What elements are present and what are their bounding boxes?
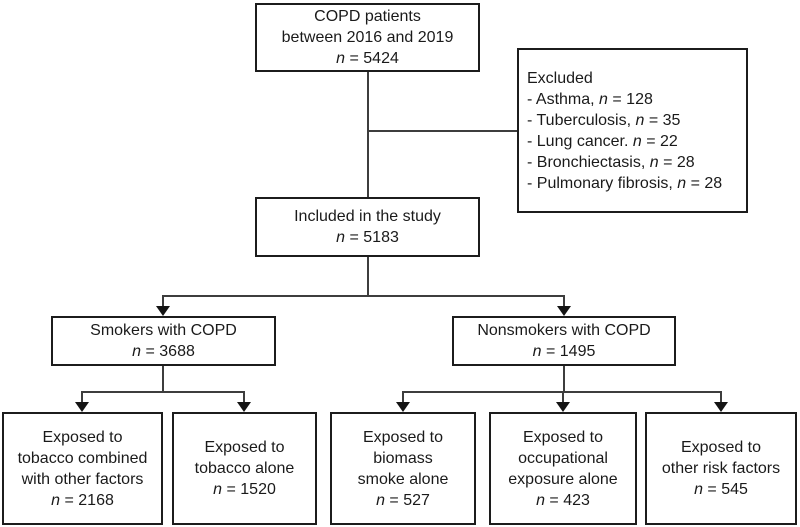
exposed-other-count: n = 545 (694, 481, 748, 498)
exposed-other-text: Exposed to (680, 439, 762, 456)
connector-branch-smokers-sub (81, 391, 245, 393)
connector-included-down (367, 257, 369, 296)
connector-stub-tobacco-combined (81, 391, 83, 403)
arrow-down-icon (75, 402, 89, 412)
connector-stub-tobacco-alone (243, 391, 245, 403)
box-included: Included in the study n = 5183 (255, 197, 480, 257)
exposed-occupational-text: Exposed to (522, 428, 604, 446)
box-exposed-biomass: Exposed to biomass smoke alone n = 527 (330, 412, 476, 525)
connector-stub-biomass (402, 391, 404, 403)
connector-branch-smokers-nonsmokers (162, 295, 565, 297)
exposed-occupational-count: n = 423 (536, 491, 590, 509)
box-nonsmokers: Nonsmokers with COPD n = 1495 (452, 316, 676, 366)
exposed-occupational-text: occupational (518, 449, 608, 467)
box-smokers: Smokers with COPD n = 3688 (51, 316, 276, 366)
copd-patients-count: n = 5424 (336, 50, 399, 67)
exposed-tobacco-alone-count: n = 1520 (213, 481, 276, 498)
copd-patients-text: COPD patients (314, 8, 421, 25)
connector-stub-other-risk (720, 391, 722, 403)
excluded-item: - Pulmonary fibrosis, n = 28 (527, 174, 723, 192)
box-exposed-other: Exposed to other risk factors n = 545 (645, 412, 797, 525)
box-exposed-tobacco-alone: Exposed to tobacco alone n = 1520 (172, 412, 317, 525)
excluded-item: - Bronchiectasis, n = 28 (527, 153, 695, 171)
excluded-item: - Tuberculosis, n = 35 (527, 111, 681, 129)
arrow-down-icon (237, 402, 251, 412)
smokers-text: Smokers with COPD (90, 322, 237, 339)
excluded-item: - Asthma, n = 128 (527, 90, 653, 108)
exposed-tobacco-combined-text: Exposed to (42, 428, 123, 446)
exposed-biomass-count: n = 527 (376, 491, 430, 509)
arrow-down-icon (557, 306, 571, 316)
exposed-occupational-text: exposure alone (508, 470, 618, 488)
exposed-biomass-text: Exposed to (362, 428, 444, 446)
excluded-item: - Lung cancer. n = 22 (527, 132, 678, 150)
nonsmokers-count: n = 1495 (532, 343, 596, 360)
included-text: Included in the study (294, 208, 441, 225)
box-copd-patients: COPD patients between 2016 and 2019 n = … (255, 3, 480, 72)
arrow-down-icon (396, 402, 410, 412)
connector-to-excluded (368, 130, 517, 132)
connector-top-to-included (367, 72, 369, 197)
exposed-tobacco-combined-text: tobacco combined (17, 449, 148, 467)
connector-smokers-down (162, 366, 164, 392)
box-exposed-occupational: Exposed to occupational exposure alone n… (489, 412, 637, 525)
connector-nonsmokers-down (563, 366, 565, 392)
connector-stub-occupational (562, 391, 564, 403)
arrow-down-icon (556, 402, 570, 412)
exposed-tobacco-alone-text: Exposed to (204, 439, 285, 456)
exposed-tobacco-alone-text: tobacco alone (194, 460, 295, 477)
exposed-tobacco-combined-count: n = 2168 (51, 491, 114, 509)
exposed-tobacco-combined-text: with other factors (21, 470, 144, 488)
excluded-title: Excluded (527, 69, 593, 87)
connector-stub-nonsmokers (563, 295, 565, 307)
box-exposed-tobacco-combined: Exposed to tobacco combined with other f… (2, 412, 163, 525)
exposed-biomass-text: smoke alone (357, 470, 449, 488)
exposed-biomass-text: biomass (373, 449, 433, 467)
nonsmokers-text: Nonsmokers with COPD (477, 322, 651, 339)
connector-stub-smokers (162, 295, 164, 307)
arrow-down-icon (156, 306, 170, 316)
exposed-other-text: other risk factors (661, 460, 781, 477)
included-count: n = 5183 (336, 229, 399, 246)
copd-patients-text: between 2016 and 2019 (281, 29, 454, 46)
smokers-count: n = 3688 (132, 343, 195, 360)
arrow-down-icon (714, 402, 728, 412)
box-excluded: Excluded - Asthma, n = 128 - Tuberculosi… (517, 48, 748, 213)
